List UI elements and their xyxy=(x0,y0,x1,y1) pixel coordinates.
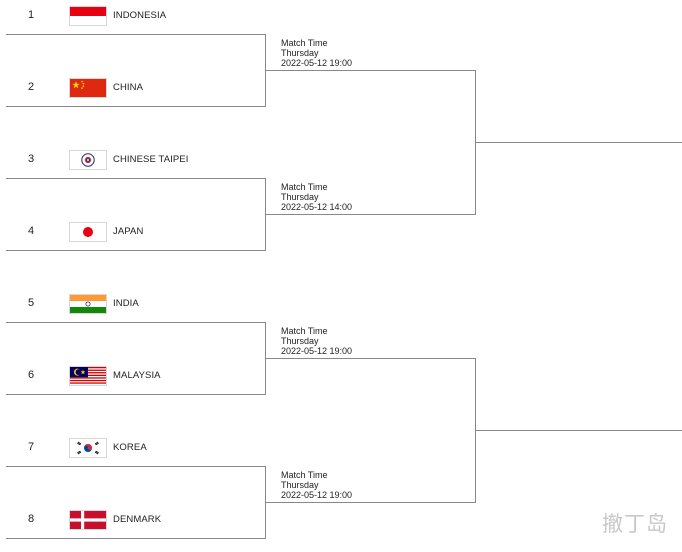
match-datetime: 2022-05-12 19:00 xyxy=(281,490,353,500)
seed-number: 4 xyxy=(27,225,35,237)
match-datetime: 2022-05-12 19:00 xyxy=(281,58,353,68)
match-day: Thursday xyxy=(281,336,319,346)
chinese-taipei-flag-icon xyxy=(70,151,106,169)
seed-number: 1 xyxy=(27,9,35,21)
bracket-line xyxy=(6,322,266,323)
match-time-label: Match Time Thursday 2022-05-12 19:00 xyxy=(281,326,352,356)
match-datetime: 2022-05-12 14:00 xyxy=(281,202,353,212)
korea-flag-icon xyxy=(70,439,106,457)
seed-number: 6 xyxy=(27,369,35,381)
team-name: DENMARK xyxy=(113,514,162,525)
bracket-line xyxy=(266,358,476,359)
team-name: JAPAN xyxy=(113,226,144,237)
match-day: Thursday xyxy=(281,192,319,202)
match-time-label: Match Time Thursday 2022-05-12 19:00 xyxy=(281,470,352,500)
bracket-line xyxy=(265,34,266,107)
india-flag-icon xyxy=(70,295,106,313)
seed-number: 7 xyxy=(27,441,35,453)
watermark: 撤丁岛 xyxy=(602,512,668,536)
bracket-line xyxy=(6,106,266,107)
team-name: CHINESE TAIPEI xyxy=(113,154,189,165)
match-time-label: Match Time Thursday 2022-05-12 14:00 xyxy=(281,182,352,212)
team-row-korea[interactable]: 7 KOREA xyxy=(0,439,266,459)
japan-flag-icon xyxy=(70,223,106,241)
bracket-line xyxy=(265,322,266,395)
bracket-line xyxy=(6,178,266,179)
bracket-line xyxy=(476,142,682,143)
match-time-title: Match Time xyxy=(281,326,328,336)
indonesia-flag-icon xyxy=(70,7,106,25)
team-name: MALAYSIA xyxy=(113,370,161,381)
match-time-title: Match Time xyxy=(281,38,328,48)
match-datetime: 2022-05-12 19:00 xyxy=(281,346,353,356)
bracket-line xyxy=(476,430,682,431)
bracket-line xyxy=(6,34,266,35)
bracket-line xyxy=(6,250,266,251)
team-name: KOREA xyxy=(113,442,147,453)
seed-number: 8 xyxy=(27,513,35,525)
match-time-title: Match Time xyxy=(281,470,328,480)
team-row-malaysia[interactable]: 6 MALAYSIA xyxy=(0,367,266,387)
bracket-line xyxy=(6,394,266,395)
team-name: CHINA xyxy=(113,82,144,93)
bracket-line xyxy=(266,214,476,215)
bracket-line xyxy=(6,466,266,467)
team-row-indonesia[interactable]: 1 INDONESIA xyxy=(0,7,266,27)
bracket-line xyxy=(266,502,476,503)
match-day: Thursday xyxy=(281,48,319,58)
team-name: INDONESIA xyxy=(113,10,167,21)
malaysia-flag-icon xyxy=(70,367,106,385)
china-flag-icon xyxy=(70,79,106,97)
team-name: INDIA xyxy=(113,298,139,309)
denmark-flag-icon xyxy=(70,511,106,529)
match-time-title: Match Time xyxy=(281,182,328,192)
team-row-japan[interactable]: 4 JAPAN xyxy=(0,223,266,243)
seed-number: 5 xyxy=(27,297,35,309)
seed-number: 3 xyxy=(27,153,35,165)
bracket-line xyxy=(265,466,266,539)
team-row-denmark[interactable]: 8 DENMARK xyxy=(0,511,266,531)
bracket-line xyxy=(266,70,476,71)
seed-number: 2 xyxy=(27,81,35,93)
match-day: Thursday xyxy=(281,480,319,490)
match-time-label: Match Time Thursday 2022-05-12 19:00 xyxy=(281,38,352,68)
team-row-chinese-taipei[interactable]: 3 CHINESE TAIPEI xyxy=(0,151,266,171)
bracket-line xyxy=(475,358,476,503)
bracket-line xyxy=(265,178,266,251)
team-row-china[interactable]: 2 CHINA xyxy=(0,79,266,99)
bracket-line xyxy=(6,538,266,539)
bracket-line xyxy=(475,70,476,215)
team-row-india[interactable]: 5 INDIA xyxy=(0,295,266,315)
